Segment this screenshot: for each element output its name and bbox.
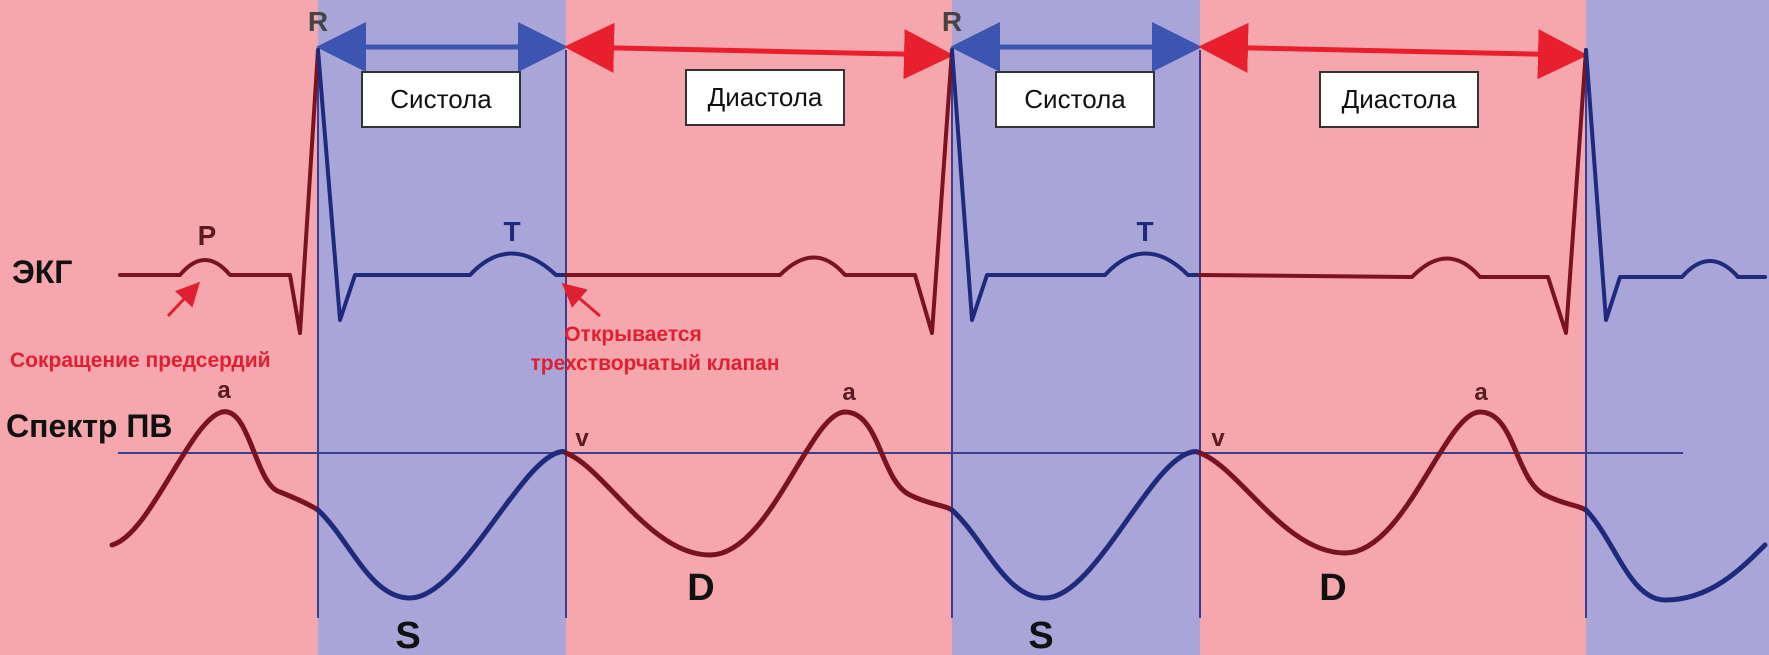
diastole-label: Диастола [708, 82, 823, 112]
atrial-contraction-label: Сокращение предсердий [10, 349, 271, 372]
wave-label-a: a [842, 379, 856, 406]
atrial-contraction-arrow [166, 281, 201, 318]
pv-trace-diastole [109, 409, 321, 548]
wave-label-p: P [198, 220, 217, 251]
systole-label: Систола [1024, 84, 1126, 114]
wave-label-a: a [1474, 379, 1488, 406]
ecg-trace-diastole [118, 48, 320, 335]
ecg-trace-systole [1584, 48, 1767, 322]
pv-trace-diastole [563, 409, 955, 558]
ecg-trace-diastole [564, 48, 954, 335]
pv-spectrum-row-label: Спектр ПВ [6, 408, 172, 444]
wave-label-s: S [395, 615, 420, 655]
tricuspid-opening-arrow [561, 283, 601, 318]
systole-label-box [361, 71, 521, 128]
band-diastole-0 [0, 0, 318, 655]
diastole-label-box [1319, 71, 1479, 128]
ecg-trace-systole [316, 48, 568, 322]
ecg-trace-systole [950, 48, 1202, 322]
tricuspid-opening-label-line1: Открывается [564, 323, 702, 346]
band-systole-3 [1586, 0, 1769, 655]
ecg-row-label: ЭКГ [12, 254, 72, 290]
wave-label-d: D [1319, 567, 1346, 609]
wave-label-v: v [1211, 425, 1225, 452]
wave-label-t: T [503, 216, 520, 247]
tricuspid-opening-label-line2: трехстворчатый клапан [530, 352, 779, 375]
diastole-arrow [1198, 22, 1588, 80]
wave-label-a: a [217, 377, 231, 404]
systole-label: Систола [390, 84, 492, 114]
diastole-arrow [564, 22, 954, 80]
wave-label-d: D [687, 567, 714, 609]
wave-label-r: R [942, 6, 962, 37]
diastole-label: Диастола [1342, 84, 1457, 114]
pv-trace-diastole [1197, 409, 1589, 556]
systole-label-box [995, 71, 1155, 128]
pv-trace-systole [315, 449, 569, 601]
ecg-trace-diastole [1198, 48, 1588, 335]
wave-label-t: T [1136, 216, 1153, 247]
wave-label-v: v [575, 425, 589, 452]
wave-label-s: S [1028, 615, 1053, 655]
pv-trace-systole [1583, 507, 1768, 603]
pv-trace-systole [949, 449, 1203, 601]
diastole-label-box [685, 69, 845, 126]
wave-label-r: R [308, 6, 328, 37]
